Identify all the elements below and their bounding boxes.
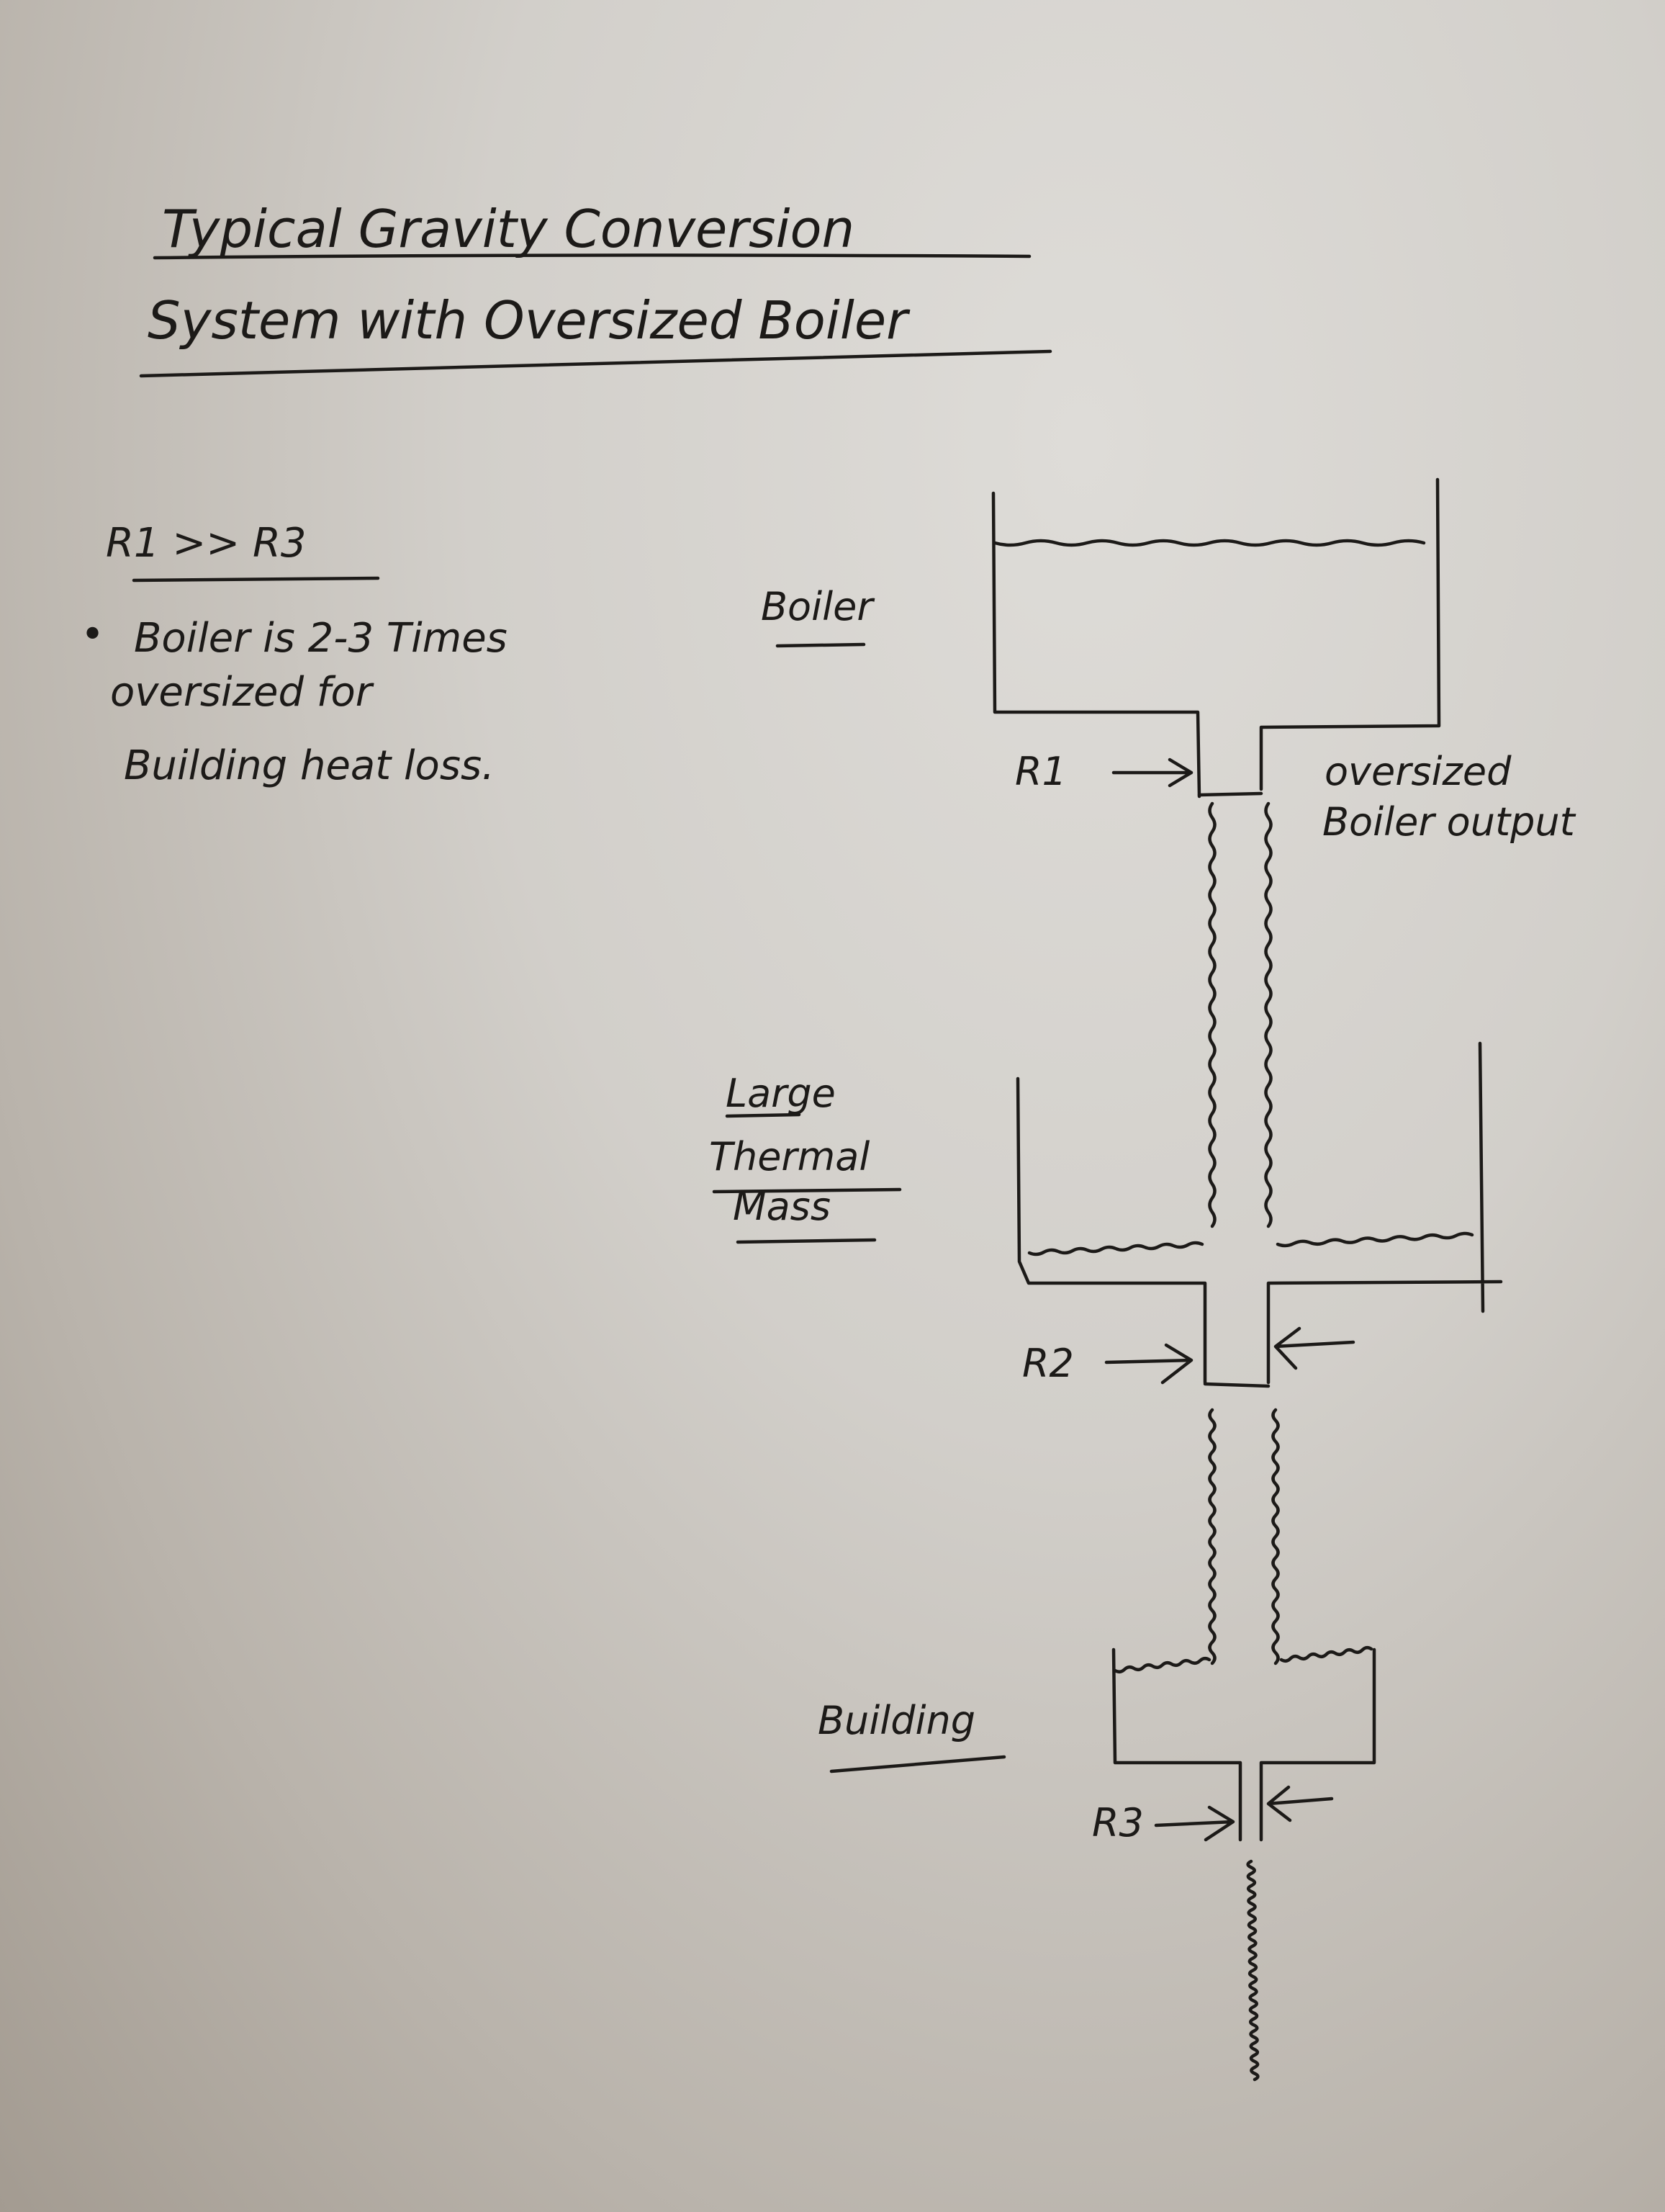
r2-arrow-right [1273, 1326, 1355, 1370]
title-underline-1 [153, 253, 1032, 260]
r1-label: R1 [1015, 749, 1067, 794]
building-tank-right [1259, 1647, 1376, 1842]
thermal-mass-label-3: Mass [733, 1184, 831, 1229]
thermal-mass-label-1: Large [726, 1071, 836, 1116]
title-underline-2 [139, 349, 1052, 378]
boiler-water-line [993, 539, 1426, 547]
pipe-1-right [1264, 801, 1273, 1228]
output-label-line-2: Boiler output [1322, 799, 1576, 845]
building-water-line-right [1279, 1645, 1373, 1663]
r2-restriction [1203, 1382, 1271, 1388]
title-line-1: Typical Gravity Conversion [162, 199, 854, 259]
thermal-mass-underline-3 [736, 1238, 877, 1244]
r1-arrow [1111, 757, 1194, 788]
relation-note: R1 >> R3 [106, 520, 307, 567]
thermal-mass-underline-1 [725, 1112, 801, 1118]
building-water-line-left [1113, 1656, 1211, 1674]
heat-loss-squiggle [1246, 1859, 1260, 2082]
output-label-line-1: oversized [1325, 749, 1512, 794]
r2-arrow-left [1104, 1343, 1194, 1385]
thermal-tank-right [1266, 1041, 1503, 1385]
r2-label: R2 [1022, 1341, 1074, 1386]
building-label: Building [818, 1698, 975, 1743]
boiler-label-underline [775, 642, 866, 648]
relation-underline [132, 576, 380, 583]
pipe-1-left [1208, 801, 1217, 1228]
thermal-mass-label-2: Thermal [709, 1134, 870, 1179]
boiler-label: Boiler [761, 584, 875, 629]
thermal-water-line-right [1276, 1231, 1474, 1248]
building-tank-left [1111, 1647, 1242, 1842]
pipe-2-right [1271, 1408, 1280, 1665]
r3-arrow-left [1154, 1805, 1235, 1842]
bullet-line-1: Boiler is 2-3 Times [134, 615, 507, 662]
bullet-marker: • [81, 611, 104, 658]
r3-label: R3 [1092, 1800, 1144, 1845]
r1-restriction [1197, 791, 1263, 797]
r3-arrow-right [1266, 1785, 1334, 1822]
bullet-line-2: oversized for [110, 669, 374, 716]
bullet-line-3: Building heat loss. [124, 742, 495, 789]
pipe-2-left [1208, 1408, 1217, 1665]
thermal-mass-underline-2 [712, 1187, 902, 1194]
title-line-2: System with Oversized Boiler [148, 290, 911, 351]
thermal-water-line-left [1027, 1241, 1204, 1256]
boiler-tank-left [991, 491, 1201, 799]
thermal-tank-left [1016, 1076, 1207, 1385]
boiler-tank-right [1259, 477, 1441, 791]
building-label-underline [829, 1755, 1006, 1773]
